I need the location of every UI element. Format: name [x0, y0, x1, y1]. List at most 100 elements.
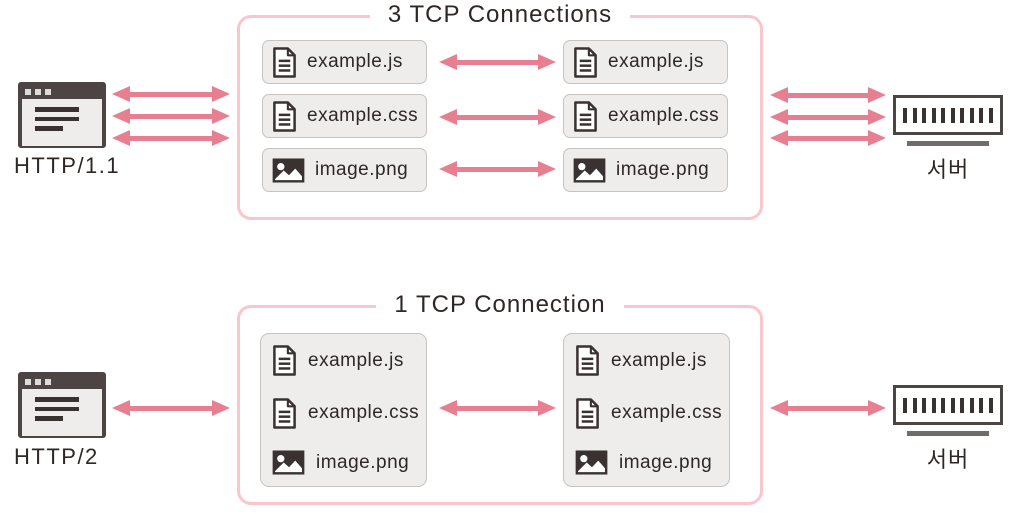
browser-text-line: [35, 107, 79, 112]
document-icon: [273, 345, 296, 376]
document-icon: [576, 345, 599, 376]
browser-dot-icon: [45, 88, 51, 95]
double-arrow: [770, 130, 886, 146]
server-label: 서버: [926, 157, 970, 182]
server-slot: [903, 397, 908, 413]
server-slot: [988, 107, 993, 123]
server-slot: [941, 107, 946, 123]
file-group-box: example.js example.css image.png: [260, 333, 427, 487]
server-slot: [941, 397, 946, 413]
server-rack-icon: [893, 95, 1003, 135]
server-slot: [903, 107, 908, 123]
double-arrow: [112, 130, 230, 146]
browser-text-line: [35, 116, 79, 121]
image-icon: [272, 450, 305, 475]
double-arrow: [770, 400, 886, 416]
file-name: example.js: [308, 349, 404, 371]
browser-text-line: [35, 416, 63, 421]
browser-dot-icon: [25, 88, 31, 95]
double-arrow: [770, 109, 886, 125]
document-icon: [273, 100, 296, 132]
server-base: [907, 141, 989, 146]
server-label: 서버: [926, 447, 970, 472]
file-name: image.png: [316, 451, 410, 473]
server-slot: [912, 397, 917, 413]
server-slot: [988, 397, 993, 413]
double-arrow: [112, 108, 230, 124]
file-chip: example.js: [563, 40, 728, 84]
document-icon: [574, 100, 597, 132]
server-slot: [979, 107, 984, 123]
server-slot: [931, 107, 936, 123]
file-row: example.css: [272, 397, 419, 429]
file-row: example.js: [575, 345, 718, 376]
file-name: image.png: [616, 159, 710, 180]
file-group-box: example.js example.css image.png: [563, 333, 730, 487]
browser-titlebar: [22, 376, 102, 387]
browser-content: [22, 389, 102, 436]
browser-titlebar: [22, 86, 102, 97]
server-slot: [912, 107, 917, 123]
double-arrow: [439, 109, 556, 125]
file-name: example.css: [608, 105, 720, 126]
file-name: example.js: [611, 349, 707, 371]
browser-content: [22, 99, 102, 146]
image-icon: [573, 157, 606, 183]
file-name: example.css: [307, 105, 419, 126]
file-name: example.css: [308, 402, 420, 423]
server-base: [907, 431, 989, 436]
file-chip: image.png: [563, 148, 728, 192]
section-title-text: 3 TCP Connections: [369, 1, 631, 28]
double-arrow: [439, 161, 556, 177]
browser-icon: [18, 372, 106, 438]
server-slot: [960, 107, 965, 123]
server-slot: [969, 397, 974, 413]
file-name: example.js: [608, 51, 704, 72]
double-arrow: [439, 400, 556, 416]
server-slot: [979, 397, 984, 413]
file-chip: example.js: [262, 40, 427, 84]
file-row: image.png: [575, 450, 718, 475]
server-slot: [950, 107, 955, 123]
server-slot: [922, 397, 927, 413]
browser-dot-icon: [35, 378, 41, 385]
browser-dot-icon: [35, 88, 41, 95]
file-chip: example.css: [262, 94, 427, 138]
server-slot: [969, 107, 974, 123]
browser-text-line: [35, 126, 63, 131]
file-name: example.js: [307, 51, 403, 72]
document-icon: [273, 46, 296, 78]
server-slot: [931, 397, 936, 413]
document-icon: [273, 397, 296, 429]
server-slot: [960, 397, 965, 413]
double-arrow: [439, 54, 556, 70]
client-label: HTTP/2: [14, 444, 99, 469]
document-icon: [574, 46, 597, 78]
server-rack-icon: [893, 385, 1003, 425]
file-row: example.css: [575, 397, 722, 429]
double-arrow: [112, 400, 230, 416]
file-name: image.png: [315, 159, 409, 180]
section-title-text: 1 TCP Connection: [376, 291, 624, 318]
document-icon: [576, 397, 599, 429]
section-title: 1 TCP Connection: [237, 291, 763, 319]
server-slot: [950, 397, 955, 413]
file-chip: image.png: [262, 148, 427, 192]
browser-dot-icon: [25, 378, 31, 385]
client-label: HTTP/1.1: [14, 153, 121, 178]
double-arrow: [112, 86, 230, 102]
file-name: image.png: [619, 451, 713, 473]
file-name: example.css: [611, 402, 723, 423]
browser-dot-icon: [45, 378, 51, 385]
server-slot: [922, 107, 927, 123]
file-row: image.png: [272, 450, 415, 475]
file-row: example.js: [272, 345, 415, 376]
browser-text-line: [35, 397, 79, 402]
browser-text-line: [35, 406, 79, 411]
browser-icon: [18, 82, 106, 148]
image-icon: [575, 450, 608, 475]
double-arrow: [770, 87, 886, 103]
file-chip: example.css: [563, 94, 728, 138]
image-icon: [272, 157, 305, 183]
